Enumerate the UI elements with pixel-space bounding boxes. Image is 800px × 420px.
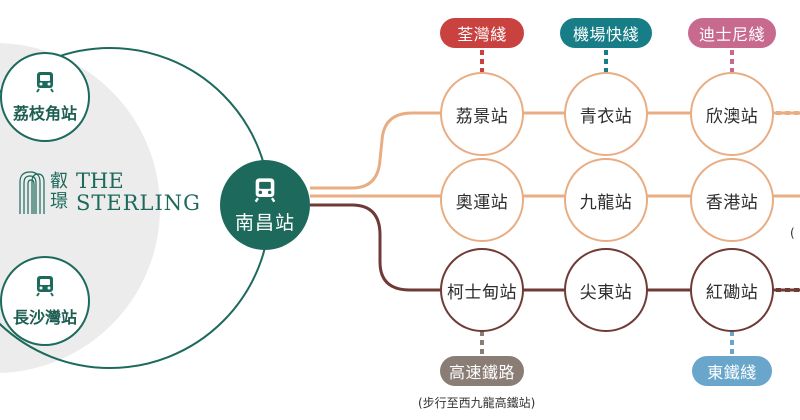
station-label: 柯士甸站 [447, 282, 517, 303]
logo-en-1: THE [76, 169, 124, 193]
station-label: 尖東站 [579, 282, 633, 303]
station-nam-cheong: 南昌站 [220, 160, 310, 250]
hub-label: 南昌站 [234, 211, 295, 234]
pill-airport-express: 機場快綫 [560, 18, 652, 48]
pill-label: 機場快綫 [572, 25, 639, 44]
train-icon [36, 72, 54, 93]
station-label: 欣澳站 [705, 106, 759, 127]
station-label: 香港站 [705, 192, 759, 213]
station-sunny-bay: 欣澳站 [690, 72, 774, 156]
logo-chinese: 叡 璟 [50, 172, 68, 212]
logo-cn-2: 璟 [50, 191, 68, 212]
station-lai-chi-kok: 荔枝角站 [0, 52, 90, 142]
logo-cn-1: 叡 [50, 171, 68, 192]
train-icon [254, 177, 276, 202]
pill-high-speed-rail: 高速鐵路 [440, 356, 524, 386]
station-olympic: 奧運站 [440, 158, 524, 242]
station-hung-hom: 紅磡站 [690, 248, 774, 332]
station-label: 奧運站 [455, 192, 509, 213]
station-austin: 柯士甸站 [440, 248, 524, 332]
development-logo: 叡 璟 THE STERLING [18, 170, 201, 214]
pill-tsuen-wan-line: 荃灣綫 [440, 18, 524, 48]
logo-arch-icon [19, 171, 45, 214]
station-label: 荔景站 [455, 106, 509, 127]
train-icon [36, 276, 54, 297]
note-kowloon-partial: ( [790, 226, 795, 240]
station-east-tsim-sha-tsui: 尖東站 [564, 248, 648, 332]
logo-en-2: STERLING [76, 191, 201, 215]
station-tsing-yi: 青衣站 [564, 72, 648, 156]
station-label: 九龍站 [579, 192, 633, 213]
pill-disney-line: 迪士尼綫 [688, 18, 776, 48]
station-lai-king: 荔景站 [440, 72, 524, 156]
logo-english: THE STERLING [76, 170, 201, 214]
pill-label: 東鐵綫 [707, 363, 757, 382]
station-label: 青衣站 [579, 106, 633, 127]
pill-label: 荃灣綫 [457, 25, 507, 44]
pill-label: 迪士尼綫 [698, 25, 765, 44]
tuen-ma-line [310, 203, 800, 292]
pill-label: 高速鐵路 [448, 363, 515, 382]
station-kowloon: 九龍站 [564, 158, 648, 242]
station-label: 長沙灣站 [12, 308, 77, 327]
station-cheung-sha-wan: 長沙灣站 [0, 256, 90, 346]
note-high-speed-rail: (步行至西九龍高鐵站) [418, 396, 536, 410]
station-label: 荔枝角站 [12, 104, 77, 123]
pill-east-rail-line: 東鐵綫 [692, 356, 772, 386]
station-label: 紅磡站 [705, 282, 759, 303]
tung-chung-line-upper [310, 111, 800, 190]
station-hong-kong: 香港站 [690, 158, 774, 242]
